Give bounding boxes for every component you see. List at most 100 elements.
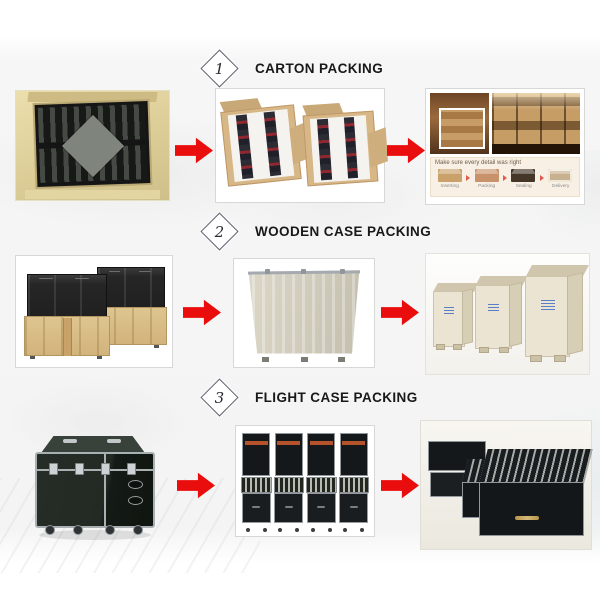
step-label: Sealing [515, 183, 532, 189]
crate-foot [30, 355, 36, 359]
crate-with-cabinets [23, 273, 111, 359]
photo-finished-wooden-crates [425, 253, 590, 375]
photo-carton-with-led-modules [15, 90, 170, 201]
handle-slot [138, 270, 151, 273]
crate-foot [529, 354, 543, 363]
led-cabinets [97, 267, 165, 313]
section-header-wooden: 2 WOODEN CASE PACKING [200, 212, 432, 251]
crate-foot [153, 344, 159, 348]
wooden-crate [432, 282, 479, 351]
handle-slot [74, 277, 89, 280]
caster-wheel [327, 528, 332, 532]
case-handle [252, 505, 261, 509]
open-carton [219, 97, 313, 187]
open-carton [302, 102, 389, 187]
crate-foot [498, 346, 510, 353]
box-illustration [437, 168, 462, 182]
packing-step: Packing [472, 168, 501, 189]
box-illustration [474, 168, 499, 182]
brand-logo [514, 516, 539, 521]
red-stripe [309, 441, 333, 445]
carton-flap [25, 190, 160, 199]
led-cabinets [26, 273, 107, 322]
slotted-tray [241, 477, 272, 493]
metal-clip [340, 268, 346, 274]
metal-clip [264, 268, 270, 274]
open-flight-case [478, 449, 593, 537]
steps-caption: Make sure every detail was right [435, 159, 522, 166]
plywood-case [248, 270, 360, 354]
step-number: 2 [214, 222, 225, 241]
step-number: 3 [214, 388, 225, 407]
caster-wheel [45, 525, 55, 535]
crate-front [432, 290, 465, 347]
photo-closed-flight-case [15, 422, 175, 548]
arrow-icon [183, 299, 221, 326]
carton-flap [368, 126, 389, 168]
open-flight-case [338, 433, 369, 532]
case-lid [274, 433, 303, 477]
case-handle [349, 505, 358, 509]
mini-arrow-icon [466, 174, 471, 181]
case-foot [262, 356, 269, 362]
butterfly-latch [127, 463, 136, 475]
red-stripe [244, 441, 268, 445]
red-stripe [277, 441, 301, 445]
photo-open-flight-cases-row [235, 425, 375, 537]
box-illustration [511, 168, 536, 182]
case-lid [339, 433, 368, 477]
crate-front [525, 276, 570, 357]
slotted-tray [338, 477, 369, 493]
packing-step: Inserting [435, 168, 464, 189]
inset-photo [439, 107, 486, 150]
caster-wheel [310, 528, 315, 532]
packing-step: Delivery [546, 168, 575, 189]
handle-cutout [128, 496, 143, 505]
flight-case-lid-top [41, 436, 145, 453]
packing-step: Sealing [509, 168, 538, 189]
warehouse-floor [491, 144, 580, 154]
section-title: WOODEN CASE PACKING [255, 224, 432, 239]
photo-cabinets-on-wooden-bases [15, 255, 173, 368]
butterfly-latch [49, 463, 58, 475]
mini-arrow-icon [539, 174, 544, 181]
ground-shadow [39, 530, 151, 540]
arrow-icon [175, 137, 213, 164]
butterfly-latch [75, 463, 84, 475]
caster-wheel [360, 528, 365, 532]
top-handle [63, 439, 77, 443]
metal-clip [301, 268, 307, 274]
caster-wheel [105, 525, 115, 535]
section-header-flight: 3 FLIGHT CASE PACKING [200, 378, 418, 417]
mini-arrow-icon [502, 174, 507, 181]
photo-warehouse-collage: Make sure every detail was right Inserti… [425, 88, 585, 205]
crate-foot [452, 344, 463, 351]
open-flight-case [241, 433, 272, 532]
shipping-mark [488, 303, 500, 312]
aluminum-seam [37, 469, 153, 471]
arrow-icon [387, 137, 425, 164]
photo-foam-packed-cartons [215, 88, 389, 203]
section-title: FLIGHT CASE PACKING [255, 390, 418, 405]
crate-side [508, 281, 523, 347]
plywood-seam [62, 318, 72, 356]
shipping-mark [541, 300, 556, 310]
step-number-badge: 2 [200, 212, 239, 251]
caster-wheel [343, 528, 348, 532]
step-label: Delivery [551, 183, 569, 189]
photo-closed-plywood-case [233, 258, 375, 368]
arrow-icon [381, 299, 419, 326]
wooden-crate [525, 264, 590, 363]
crate-side [461, 287, 474, 345]
case-handle [284, 505, 293, 509]
caster-wheel [278, 528, 283, 532]
handle-cutout [128, 480, 143, 489]
handle-slot [38, 277, 53, 280]
caster-wheel [245, 528, 250, 532]
box-illustration [548, 168, 573, 182]
aluminum-trim [104, 454, 107, 526]
flight-case-body [35, 452, 155, 535]
case-front [274, 493, 304, 524]
section-title: CARTON PACKING [255, 61, 384, 76]
caster-wheel [262, 528, 267, 532]
